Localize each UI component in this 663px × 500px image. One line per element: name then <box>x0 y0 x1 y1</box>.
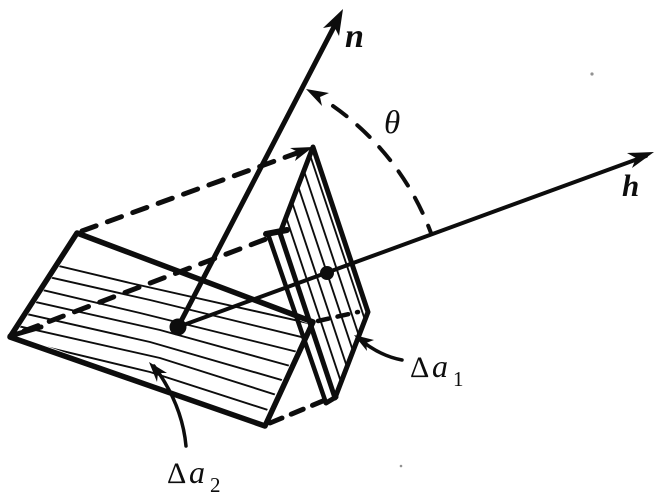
vector-h-arrowhead-icon <box>627 152 654 168</box>
projection-line-right <box>315 309 361 324</box>
label-leader-a2 <box>149 362 188 448</box>
vector-h-shaft <box>176 154 648 329</box>
label-a1-delta: Δ <box>410 351 429 384</box>
a1-outline <box>277 144 371 401</box>
label-vector-h: h <box>622 168 639 203</box>
origin-point-dot <box>169 318 187 336</box>
print-speck <box>590 72 594 76</box>
vector-n-shaft <box>175 16 341 330</box>
a2-leader-curve <box>152 364 188 448</box>
projection-arrowhead-icon <box>290 147 313 161</box>
label-a1-subscript: 1 <box>453 367 464 391</box>
theta-arc <box>306 89 433 235</box>
area-element-a1 <box>263 144 371 406</box>
label-a2-symbol: a <box>189 454 205 490</box>
projection-line-left <box>21 233 277 334</box>
label-vector-n: n <box>345 18 364 55</box>
theta-arc-arrowhead-icon <box>306 89 329 106</box>
label-a2-delta: Δ <box>167 457 186 490</box>
label-area-a2: Δ a 2 <box>167 454 221 497</box>
label-leader-a1 <box>354 335 404 362</box>
vector-n <box>175 9 343 330</box>
a1-top-thickness-edge <box>263 227 290 237</box>
area-element-a2 <box>7 230 316 429</box>
a1-back-edge <box>266 234 329 406</box>
a2-outline <box>7 230 316 429</box>
label-angle-theta: θ <box>384 105 400 141</box>
label-area-a1: Δ a 1 <box>410 348 464 391</box>
label-a2-subscript: 2 <box>210 473 221 497</box>
print-speck <box>399 464 403 468</box>
a1-leader-arrowhead-icon <box>354 335 374 351</box>
label-a1-symbol: a <box>432 348 448 384</box>
a1-pierce-point-dot <box>320 266 334 280</box>
theta-arc-dashed <box>331 104 433 235</box>
vector-n-arrowhead-icon <box>323 9 343 36</box>
vector-h <box>176 152 654 329</box>
a2-leader-arrowhead-icon <box>149 362 167 382</box>
projection-line-bottom <box>267 395 333 426</box>
